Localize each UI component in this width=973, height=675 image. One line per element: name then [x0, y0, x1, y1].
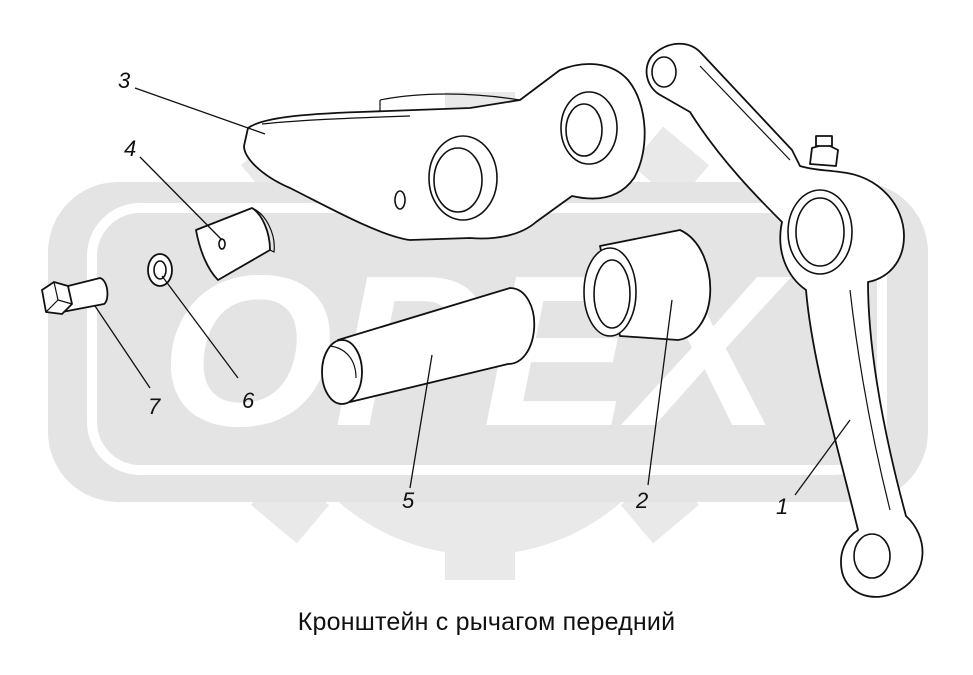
callout-3: 3	[118, 68, 131, 93]
part-4-plate	[195, 207, 275, 281]
callout-7: 7	[148, 394, 161, 419]
leader-line-1	[794, 419, 851, 496]
part-7-bolt	[41, 277, 109, 315]
leader-lines	[94, 87, 851, 496]
part-1-lever	[645, 42, 924, 598]
leader-line-4	[139, 156, 223, 241]
callout-2: 2	[635, 488, 648, 513]
leader-line-7	[94, 305, 151, 389]
leader-line-5	[409, 354, 433, 489]
part-3-bracket	[243, 63, 646, 241]
leader-line-3	[134, 87, 266, 135]
callout-1: 1	[776, 494, 788, 519]
part-6-washer	[147, 253, 173, 287]
callout-5: 5	[402, 488, 415, 513]
part-5-pin	[321, 287, 536, 405]
callout-4: 4	[124, 136, 136, 161]
callout-labels: 1 2 3 4 5 6 7	[118, 68, 788, 519]
leader-line-2	[647, 299, 673, 486]
leader-line-6	[161, 275, 239, 379]
figure-caption: Кронштейн с рычагом передний	[297, 608, 676, 636]
part-2-bushing	[583, 229, 712, 341]
callout-6: 6	[242, 388, 255, 413]
